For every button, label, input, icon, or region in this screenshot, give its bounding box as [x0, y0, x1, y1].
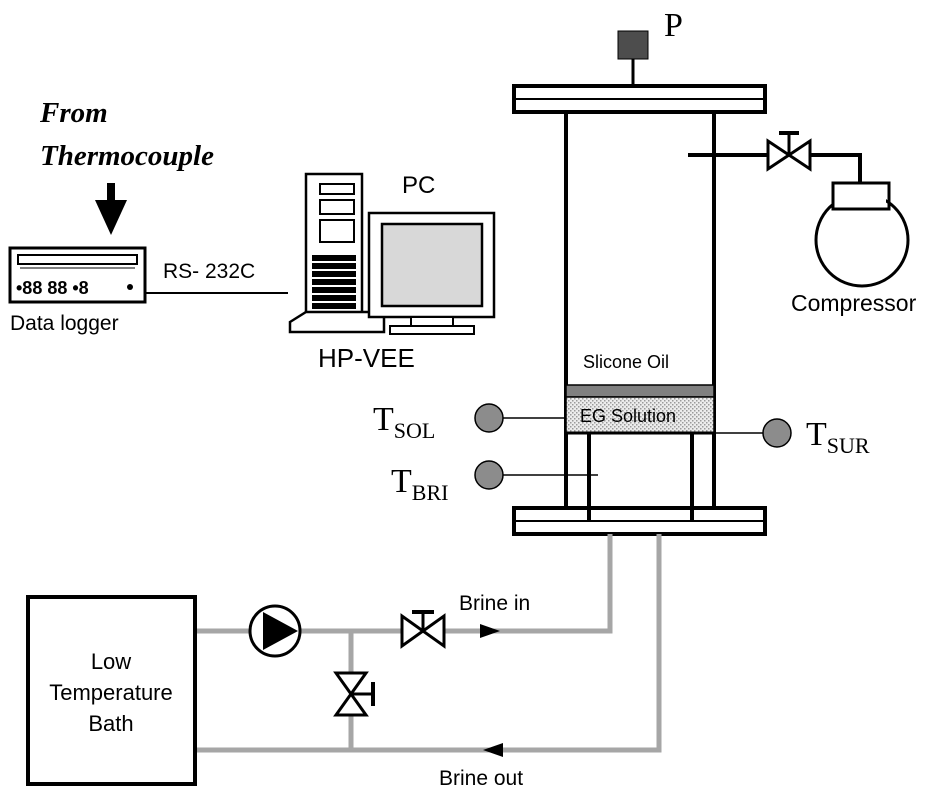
brine-in-arrow-icon: [480, 624, 500, 638]
bath-label-line3: Bath: [88, 711, 133, 736]
t-sol-sensor: [474, 403, 504, 433]
data-logger-label: Data logger: [10, 312, 119, 335]
oil-interface-band: [565, 384, 715, 398]
t-bri-sensor: [474, 460, 504, 490]
brine-out-label: Brine out: [439, 767, 523, 790]
from-label-line2: Thermocouple: [40, 140, 214, 172]
bath-label-line2: Temperature: [49, 680, 173, 705]
pressure-gauge: [617, 30, 649, 60]
data-logger-device: •88 88 •8: [8, 246, 147, 304]
t-bri-label: TBRI: [391, 463, 448, 505]
brine-valve-icon: [400, 610, 446, 649]
input-arrow-shaft: [107, 183, 115, 203]
from-label-line1: From: [39, 97, 108, 129]
svg-text:•88 88 •8: •88 88 •8: [16, 278, 89, 298]
bath-label-line1: Low: [91, 649, 131, 674]
pressure-vessel: [512, 84, 767, 536]
input-arrow-icon: [95, 200, 127, 235]
pump-icon: [248, 604, 302, 658]
compressor-line: [688, 131, 910, 288]
pc-label: PC: [402, 172, 435, 199]
brine-in-label: Brine in: [459, 592, 530, 615]
hp-vee-label: HP-VEE: [318, 343, 415, 373]
silicone-oil-label: Slicone Oil: [583, 352, 669, 372]
pressure-label: P: [664, 7, 683, 44]
t-sur-sensor: [762, 418, 792, 448]
rs232-label: RS- 232C: [163, 260, 255, 283]
low-temperature-bath: [26, 595, 197, 786]
compressor-valve-icon: [766, 138, 792, 172]
eg-solution-layer: [565, 396, 715, 434]
pc-tower-icon: [288, 172, 386, 334]
compressor-label: Compressor: [791, 290, 917, 316]
brine-out-arrow-icon: [483, 743, 503, 757]
t-sol-label: TSOL: [373, 401, 435, 443]
bypass-valve-icon: [333, 671, 375, 717]
t-sur-label: TSUR: [806, 416, 870, 458]
pc-monitor-icon: [367, 211, 496, 335]
eg-solution-label: EG Solution: [580, 406, 676, 426]
